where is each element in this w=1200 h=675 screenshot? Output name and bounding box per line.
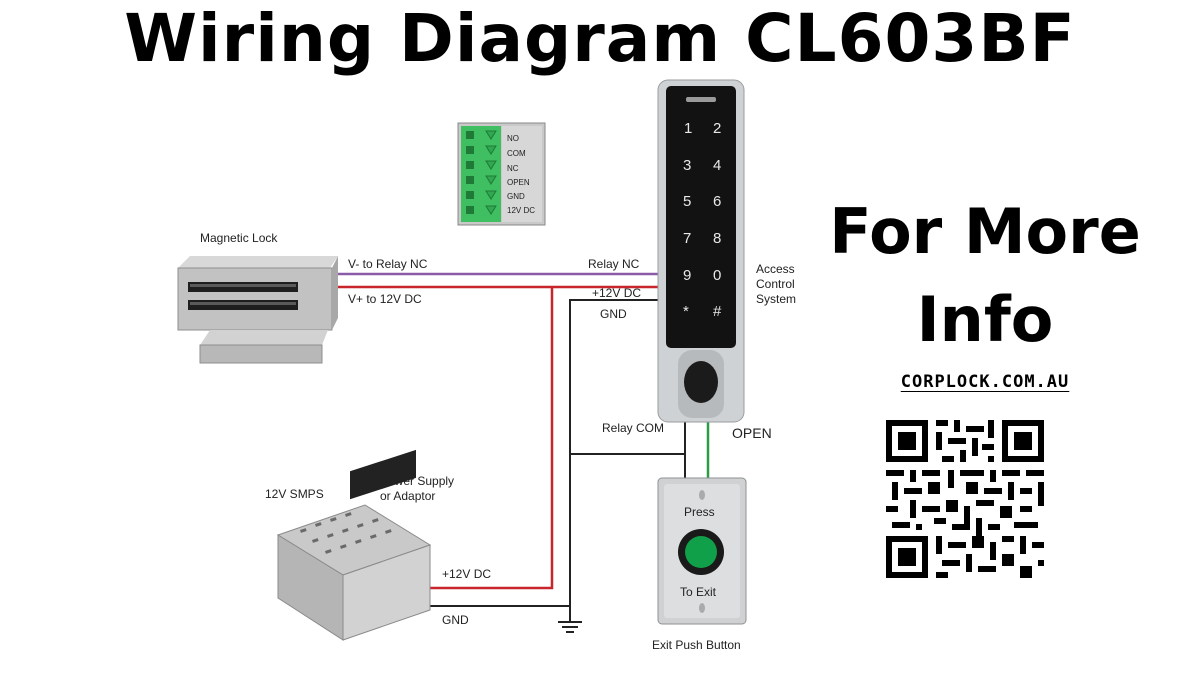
exit-button-green-icon bbox=[685, 536, 717, 568]
psu-12v-label: +12V DC bbox=[442, 567, 491, 581]
power-supply-label-line1: Power Supply bbox=[380, 474, 454, 488]
keypad-gnd-label: GND bbox=[600, 307, 627, 321]
access-control-label-line1: Access bbox=[756, 262, 795, 276]
terminal-block: NO COM NC OPEN GND 12V DC bbox=[457, 122, 546, 226]
psu-gnd-label: GND bbox=[442, 613, 469, 627]
keypad-12v-label: +12V DC bbox=[592, 286, 641, 300]
promo-line2: Info bbox=[916, 283, 1054, 356]
magnetic-lock-label: Magnetic Lock bbox=[200, 231, 278, 245]
promo-line1: For More bbox=[829, 195, 1141, 268]
wire-label-v-minus: V- to Relay NC bbox=[348, 257, 428, 271]
relay-com-label: Relay COM bbox=[602, 421, 664, 435]
key-7: 7 bbox=[683, 230, 691, 247]
wire-label-v-plus: V+ to 12V DC bbox=[348, 292, 422, 306]
key-0: 0 bbox=[713, 267, 721, 284]
terminal-nc: NC bbox=[507, 164, 519, 173]
terminal-com: COM bbox=[507, 149, 526, 158]
key-star: * bbox=[683, 303, 689, 320]
exit-button-label: Exit Push Button bbox=[652, 638, 741, 652]
wire-12v-psu bbox=[430, 287, 554, 590]
magnetic-lock: Magnetic Lock bbox=[177, 231, 338, 364]
website-link[interactable]: CORPLOCK.COM.AU bbox=[900, 372, 1070, 392]
terminal-gnd: GND bbox=[507, 192, 525, 201]
wire-gnd bbox=[569, 299, 660, 610]
key-3: 3 bbox=[683, 157, 691, 174]
key-hash: # bbox=[713, 303, 722, 320]
qr-code-icon[interactable] bbox=[884, 418, 1046, 580]
terminal-12v: 12V DC bbox=[507, 206, 535, 215]
key-8: 8 bbox=[713, 230, 721, 247]
access-control-label-line3: System bbox=[756, 292, 796, 306]
access-control-label-line2: Control bbox=[756, 277, 795, 291]
relay-nc-label: Relay NC bbox=[588, 257, 640, 271]
smps-label: 12V SMPS bbox=[265, 487, 324, 501]
terminal-open: OPEN bbox=[507, 178, 530, 187]
key-5: 5 bbox=[683, 193, 691, 210]
key-6: 6 bbox=[713, 193, 721, 210]
key-9: 9 bbox=[683, 267, 691, 284]
power-supply-label-line2: or Adaptor bbox=[380, 489, 435, 503]
exit-button-press-label: Press bbox=[684, 505, 715, 519]
power-supply: 12V SMPS Power Supply or Adaptor bbox=[265, 449, 454, 641]
exit-button-to-exit-label: To Exit bbox=[680, 585, 717, 599]
ground-symbol-icon bbox=[558, 610, 582, 633]
page-title: Wiring Diagram CL603BF bbox=[124, 0, 1076, 77]
exit-push-button: Press To Exit bbox=[657, 477, 747, 625]
wires bbox=[335, 272, 710, 610]
terminal-no: NO bbox=[507, 134, 519, 143]
key-4: 4 bbox=[713, 157, 721, 174]
key-1: 1 bbox=[684, 120, 692, 137]
access-control-keypad: 1 2 3 4 5 6 7 8 9 0 * # bbox=[657, 79, 745, 423]
open-label: OPEN bbox=[732, 425, 772, 441]
key-2: 2 bbox=[713, 120, 721, 137]
promo-heading: For More Info bbox=[820, 188, 1150, 364]
fingerprint-sensor-icon bbox=[684, 361, 718, 403]
